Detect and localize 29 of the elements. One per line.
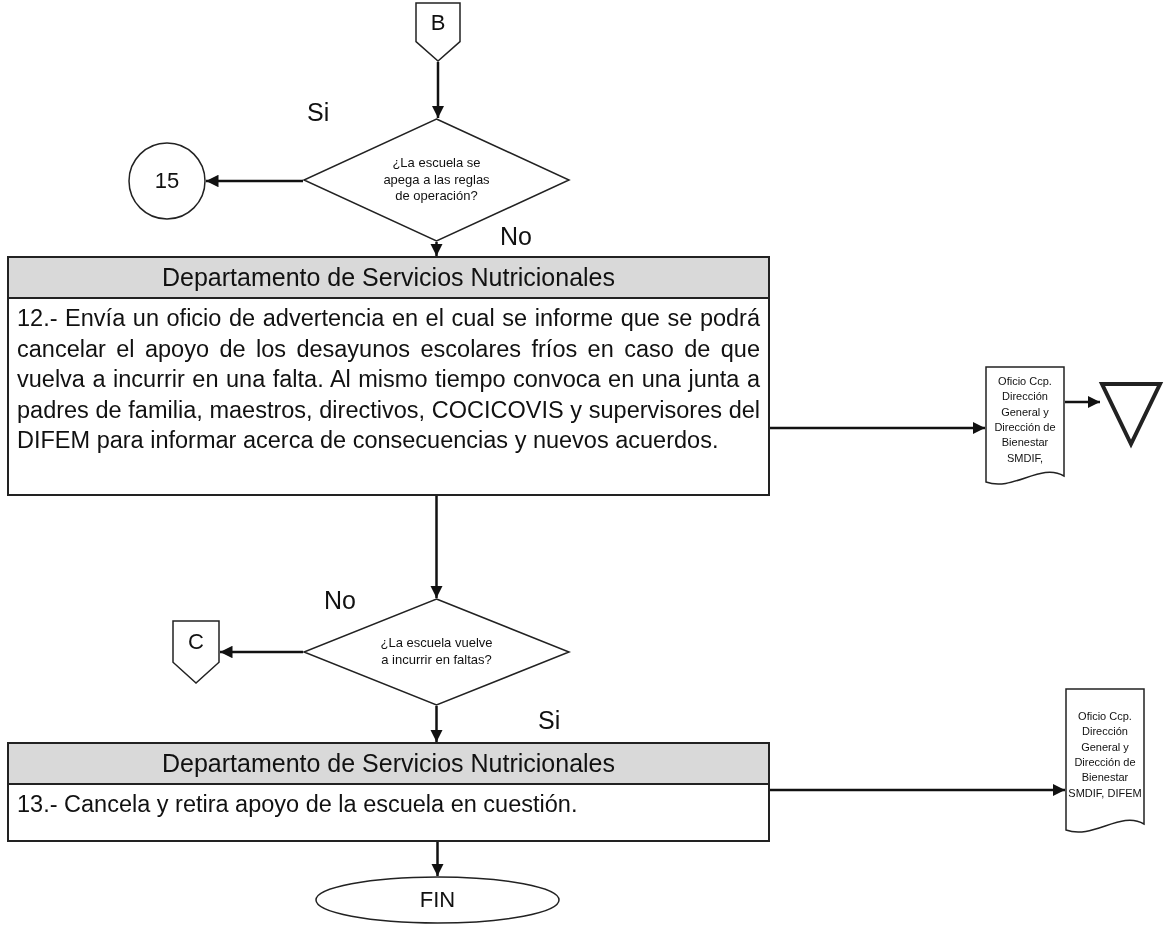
connector-label: C xyxy=(188,629,204,656)
arrow xyxy=(770,421,985,435)
connector-label: 15 xyxy=(154,168,180,194)
arrow xyxy=(431,62,445,118)
arrow xyxy=(770,783,1065,797)
process-box xyxy=(7,256,770,496)
arrow xyxy=(220,645,303,659)
arrow xyxy=(1065,395,1100,409)
process-box xyxy=(7,742,770,842)
terminal-label: FIN xyxy=(419,887,456,913)
off-page-connector xyxy=(172,620,220,684)
department-header: Departamento de Servicios Nutricionales xyxy=(9,744,768,785)
decision-question: ¿La escuela se apega a las reglas de operación? xyxy=(382,154,491,206)
arrow xyxy=(430,242,443,256)
arrow xyxy=(431,842,444,876)
document-text: Oficio Ccp. Dirección General y Dirección de Bienestar SMDIF, xyxy=(993,373,1057,466)
document-text: Oficio Ccp. Dirección General y Dirección de Bienestar SMDIF, DIFEM xyxy=(1067,708,1143,801)
archive-triangle xyxy=(1100,382,1162,446)
arrow xyxy=(430,706,443,742)
arrow xyxy=(430,496,443,598)
step-text: 13.- Cancela y retira apoyo de la escuela en cuestión. xyxy=(16,790,579,819)
decision-question: ¿La escuela vuelve a incurrir en faltas? xyxy=(380,635,493,669)
terminal-ellipse xyxy=(315,876,560,924)
connector-circle xyxy=(128,142,206,220)
off-page-connector xyxy=(415,2,461,62)
step-text: 12.- Envía un oficio de advertencia en el cual se informe que se podrá cancelar el apoyo de los desayunos escolares fríos en caso de que vuelva a incurrir en una falta. Al mismo tiempo convoca en una junta a padres de familia, maestros, directivos, COCICOVIS y supervisores del DIFEM para informar acerca de consecuencias y nuevos acuerdos. xyxy=(16,304,761,456)
department-header: Departamento de Servicios Nutricionales xyxy=(9,258,768,299)
arrow xyxy=(206,174,303,188)
connector-label: B xyxy=(430,10,446,36)
